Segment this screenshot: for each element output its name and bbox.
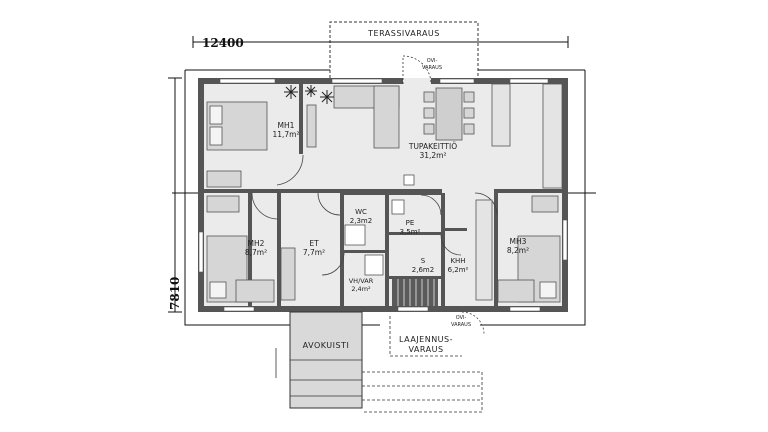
room-vhvar-name: VH/VAR: [349, 277, 374, 285]
room-pe-name: PE: [406, 219, 415, 227]
exterior-wall-top: [198, 78, 568, 84]
terrace-door-swing: [402, 55, 432, 85]
room-s-area: 2,6m2: [412, 266, 434, 274]
room-mh2-name: MH2: [248, 239, 265, 248]
extension-reservation-line1: LAAJENNUS-: [399, 335, 453, 344]
room-khh-name: KHH: [450, 257, 465, 265]
room-vhvar-area: 2,4m²: [351, 285, 371, 293]
plant-icons: [284, 85, 334, 104]
room-et-name: ET: [309, 239, 319, 248]
terrace-reservation-label: TERASSIVARAUS: [367, 29, 440, 38]
porch-label: AVOKUISTI: [303, 341, 350, 350]
door-reservation-bottom-line2: VARAUS: [451, 322, 471, 328]
roof-outline-right: [480, 70, 586, 326]
exterior-wall-left: [198, 78, 204, 312]
terrace-reservation-outline: [329, 21, 479, 78]
room-mh2-area: 8,7m²: [245, 248, 267, 257]
terrace-door-gap: [403, 78, 431, 84]
exterior-wall-bottom: [198, 306, 568, 312]
exterior-wall-right: [562, 78, 568, 312]
room-mh3-name: MH3: [510, 237, 527, 246]
room-wc-area: 2,3m2: [350, 217, 372, 225]
room-mh3-area: 8,2m²: [507, 246, 529, 255]
room-tupakeittio-area: 31,2m²: [419, 151, 446, 160]
sauna-benches: [392, 279, 438, 306]
room-tupakeittio-name: TUPAKEITTIÖ: [408, 142, 457, 151]
sauna-bench-lines: [397, 279, 435, 306]
room-s-name: S: [421, 257, 426, 265]
porch-steps: [275, 348, 362, 409]
room-labels: MH1 11,7m² TUPAKEITTIÖ 31,2m² WC 2,3m2 P…: [245, 121, 529, 293]
door-reservation-top-line1: OVI-: [427, 58, 438, 64]
door-swings: [251, 154, 498, 337]
room-mh1-area: 11,7m²: [272, 130, 299, 139]
door-reservation-top-line2: VARAUS: [422, 65, 442, 71]
extension-reservation-line2: VARAUS: [408, 345, 443, 354]
room-pe-area: 3,5m²: [400, 228, 421, 236]
interior-walls: [204, 84, 562, 306]
room-khh-area: 6,2m²: [448, 266, 469, 274]
extension-reservation-outline: [362, 316, 483, 413]
room-mh1-name: MH1: [278, 121, 295, 130]
furniture: [206, 83, 563, 303]
height-dimension-label: 7810: [168, 277, 182, 310]
room-et-area: 7,7m²: [303, 248, 325, 257]
width-dimension-label: 12400: [202, 36, 244, 50]
windows: [198, 78, 568, 312]
door-reservation-bottom-line1: OVI-: [456, 315, 467, 321]
room-wc-name: WC: [355, 208, 367, 216]
